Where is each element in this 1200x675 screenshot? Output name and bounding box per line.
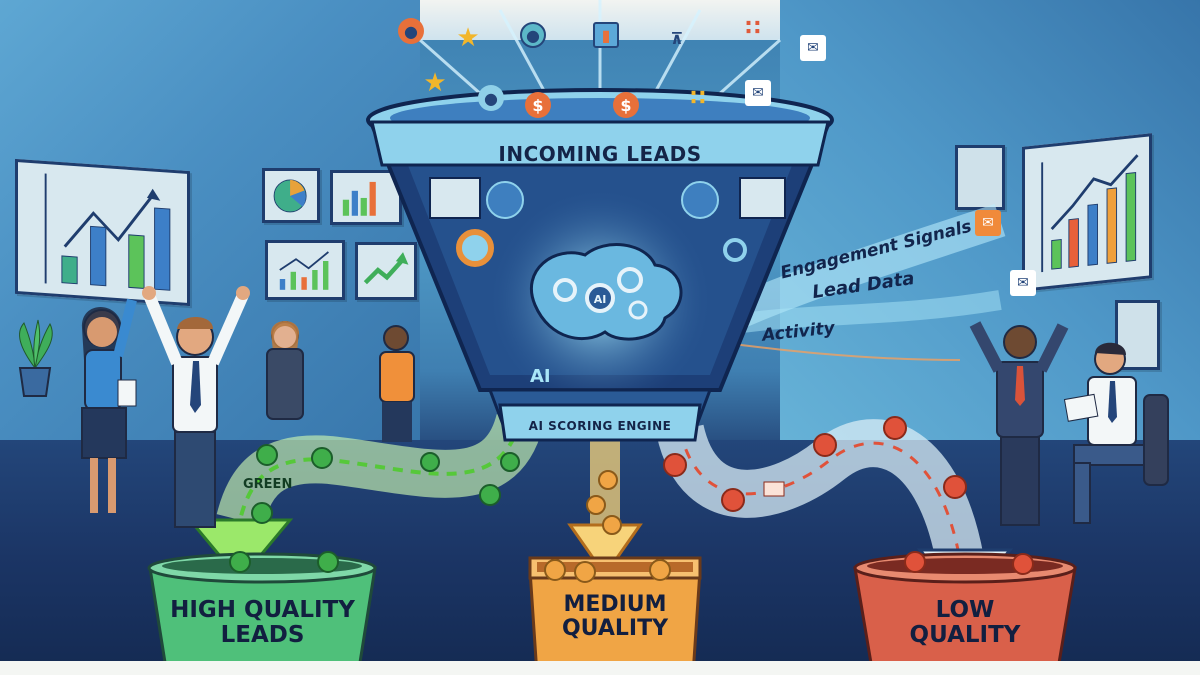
email-icon: ✉: [975, 210, 1001, 236]
svg-text:AI: AI: [594, 293, 607, 306]
green-trend-poster: [355, 242, 417, 300]
ai-scoring-engine-label: AI SCORING ENGINE: [528, 419, 672, 433]
bar-chart-icon: [342, 181, 376, 216]
funnel-title: INCOMING LEADS: [498, 142, 702, 166]
dollar-icon: $: [525, 92, 551, 118]
low-quality-bucket: LOW QUALITY: [845, 548, 1085, 675]
email-icon: ✉: [745, 80, 771, 106]
growth-chart-poster-left: [15, 158, 190, 307]
medium-quality-bucket: MEDIUM QUALITY: [525, 548, 705, 675]
star-icon: ★: [423, 68, 447, 98]
growth-chart-poster-right: [1022, 133, 1152, 292]
bar-chart-icon: [44, 173, 171, 291]
green-flow-tag: GREEN: [243, 477, 293, 492]
line-chart-icon: [279, 251, 329, 290]
low-bucket-line2: QUALITY: [909, 622, 1021, 649]
user-icon: ●: [520, 22, 546, 48]
cheering-woman-blue-shirt: [60, 290, 150, 520]
cheering-man-white-shirt: [135, 285, 255, 535]
medium-bucket-line1: MEDIUM: [563, 592, 667, 617]
user-icon: ●: [478, 85, 504, 111]
trend-chart-poster: [265, 240, 345, 300]
medium-bucket-line2: QUALITY: [561, 616, 669, 642]
high-bucket-line2: LEADS: [220, 622, 305, 649]
bar-chart-icon: ▮: [593, 22, 619, 48]
svg-text:AI: AI: [530, 366, 551, 387]
high-bucket-line1: HIGH QUALITY: [170, 597, 355, 623]
pie-chart-poster: [262, 168, 320, 223]
document-poster: [955, 145, 1005, 210]
star-icon: ★: [456, 23, 480, 53]
ai-brain-icon: [529, 243, 683, 341]
paper-edge: [0, 661, 1200, 675]
bar-chart-icon: [1041, 154, 1139, 273]
email-icon: ✉: [800, 35, 826, 61]
dollar-icon: $: [613, 92, 639, 118]
cheering-man-suit: [965, 310, 1075, 530]
document-poster: [1115, 300, 1160, 370]
rss-icon: ∷: [690, 85, 706, 111]
woman-orange-top: [370, 320, 425, 445]
woman-with-tablet: [255, 315, 315, 445]
trend-arrow-icon: [363, 252, 409, 285]
high-quality-leads-bucket: HIGH QUALITY LEADS: [140, 548, 385, 675]
potted-plant: [10, 318, 60, 398]
seated-man-with-paper: [1060, 335, 1180, 535]
pie-chart-icon: [273, 179, 307, 213]
rss-icon: ∷: [745, 15, 761, 41]
incoming-leads-funnel: AI AI: [360, 60, 840, 480]
low-bucket-line1: LOW: [935, 597, 995, 623]
user-icon: ●: [398, 18, 424, 44]
broadcast-tower-icon: ⊼: [670, 28, 684, 48]
email-icon: ✉: [1010, 270, 1036, 296]
